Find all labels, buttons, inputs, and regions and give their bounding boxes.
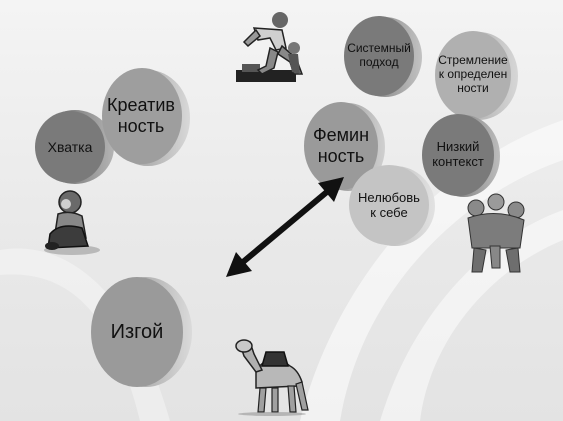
node-sistemny-podkhod: Системный подход xyxy=(340,14,424,98)
node-nelyubov: Нелюбовь к себе xyxy=(344,164,438,248)
node-kreativnost-label: Креатив ность xyxy=(107,95,175,136)
huddled-figures-clipart xyxy=(462,188,530,278)
sprinter-icon xyxy=(236,12,304,82)
arrow-shaft xyxy=(241,188,330,265)
cylinder-shape xyxy=(422,114,500,197)
camel-clipart xyxy=(232,336,316,416)
arrow-head-right xyxy=(318,177,344,202)
node-feminnost: Фемин ность xyxy=(300,100,386,192)
node-stremlenie-label: Стремление к определен ности xyxy=(438,53,508,95)
node-kreativnost: Креатив ность xyxy=(96,64,192,168)
cylinder-shape xyxy=(91,277,192,387)
sitting-child-clipart xyxy=(40,188,102,256)
arrow-head-left xyxy=(226,252,252,277)
sitting-child-icon xyxy=(44,190,100,255)
node-nelyubov-label: Нелюбовь к себе xyxy=(358,190,420,220)
cylinder-shape xyxy=(349,165,435,246)
node-khvatka: Хватка xyxy=(32,108,116,186)
node-izgoy-label: Изгой xyxy=(110,320,164,343)
sprinter-clipart xyxy=(236,8,308,86)
cylinder-shape xyxy=(102,68,190,166)
huddled-figures-icon xyxy=(467,193,525,273)
cylinder-shape xyxy=(35,110,114,184)
cylinder-shape xyxy=(304,102,385,191)
node-izgoy: Изгой xyxy=(86,274,196,390)
node-sistemny-label: Системный подход xyxy=(347,41,411,69)
node-nizkiy-kontekst: Низкий контекст xyxy=(418,112,502,198)
cylinder-shape xyxy=(435,31,518,120)
node-stremlenie: Стремление к определен ности xyxy=(430,28,520,122)
node-khvatka-label: Хватка xyxy=(47,138,93,155)
camel-icon xyxy=(235,339,309,416)
cylinder-shape xyxy=(344,16,422,97)
node-nizkiy-label: Низкий контекст xyxy=(432,139,484,169)
node-feminnost-label: Фемин ность xyxy=(312,125,370,166)
